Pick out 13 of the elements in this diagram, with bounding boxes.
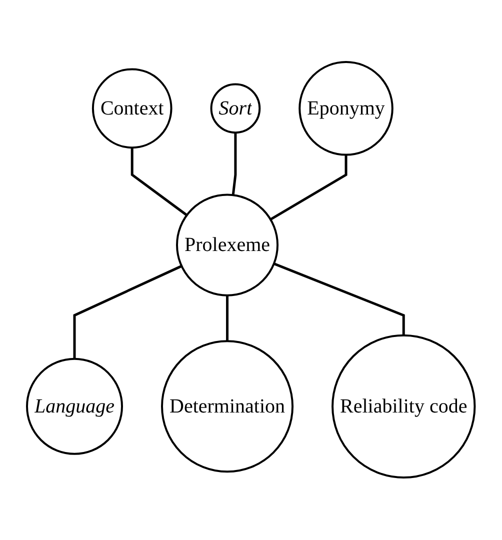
- connector: [270, 155, 348, 221]
- connector: [73, 265, 182, 360]
- node-circle: Context: [92, 68, 172, 149]
- node-circle: Prolexeme: [176, 194, 279, 297]
- node-circle: Sort: [210, 83, 261, 134]
- node-circle: Eponymy: [298, 61, 394, 156]
- connector: [226, 296, 229, 342]
- connector: [232, 132, 237, 196]
- node-circle: Language: [26, 358, 124, 456]
- node-circle: Reliability code: [332, 334, 476, 479]
- connector: [131, 148, 188, 216]
- connector: [274, 262, 406, 336]
- node-circle: Determination: [161, 340, 294, 473]
